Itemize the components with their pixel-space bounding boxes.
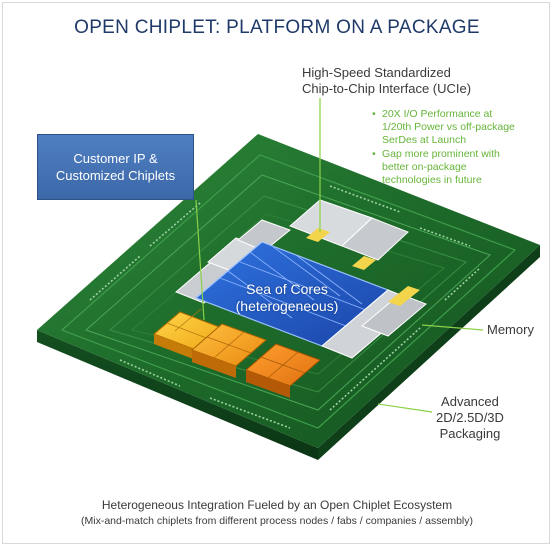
customer-line-1: Customer IP & [73, 151, 158, 166]
ucie-bullet-2: Gap more prominent with better on-packag… [372, 148, 522, 187]
memory-label: Memory [487, 322, 534, 337]
top-memory-tiles [289, 199, 409, 270]
footer-line-1: Heterogeneous Integration Fueled by an O… [101, 498, 453, 512]
callout-leaders [195, 98, 484, 413]
ucie-bullet-2-line-1: Gap more prominent with [382, 148, 500, 160]
slide-title: OPEN CHIPLET: PLATFORM ON A PACKAGE [74, 17, 480, 38]
ucie-bullet-2-line-2: better on-package [382, 161, 467, 173]
slide-frame [2, 2, 550, 544]
ucie-bullet-1-line-2: 1/20th Power vs off-package [382, 121, 515, 133]
right-memory-tiles [321, 286, 427, 359]
ucie-bullets: 20X I/O Performance at 1/20th Power vs o… [372, 108, 522, 188]
customer-line-2: Customized Chiplets [55, 168, 176, 183]
packaging-callout: Advanced 2D/2.5D/3D Packaging [436, 394, 504, 442]
left-memory-tiles [175, 219, 292, 304]
sea-line-2: (heterogeneous) [235, 298, 339, 314]
chiplet-b [191, 323, 267, 378]
packaging-line-2: 2D/2.5D/3D [436, 410, 504, 425]
chiplet-c [245, 343, 321, 398]
ucie-line-2: Chip-to-Chip Interface (UCIe) [302, 81, 472, 96]
ucie-callout: High-Speed Standardized Chip-to-Chip Int… [302, 65, 471, 97]
ucie-line-1: High-Speed Standardized [302, 65, 451, 80]
ucie-bullet-1: 20X I/O Performance at 1/20th Power vs o… [372, 108, 522, 147]
sea-line-1: Sea of Cores [246, 281, 328, 297]
sea-of-cores-label: Sea of Cores (heterogeneous) [212, 281, 362, 315]
customer-ip-callout: Customer IP & Customized Chiplets [37, 134, 194, 200]
packaging-line-1: Advanced [441, 394, 499, 409]
substrate-pads [89, 185, 481, 429]
ucie-bullet-2-line-3: technologies in future [382, 174, 482, 186]
ucie-bullet-1-line-3: SerDes at Launch [382, 134, 467, 146]
ucie-bullet-1-line-1: 20X I/O Performance at [382, 108, 493, 120]
substrate-side [37, 245, 540, 460]
packaging-line-3: Packaging [439, 426, 501, 441]
footer-line-2: (Mix-and-match chiplets from different p… [81, 515, 473, 527]
